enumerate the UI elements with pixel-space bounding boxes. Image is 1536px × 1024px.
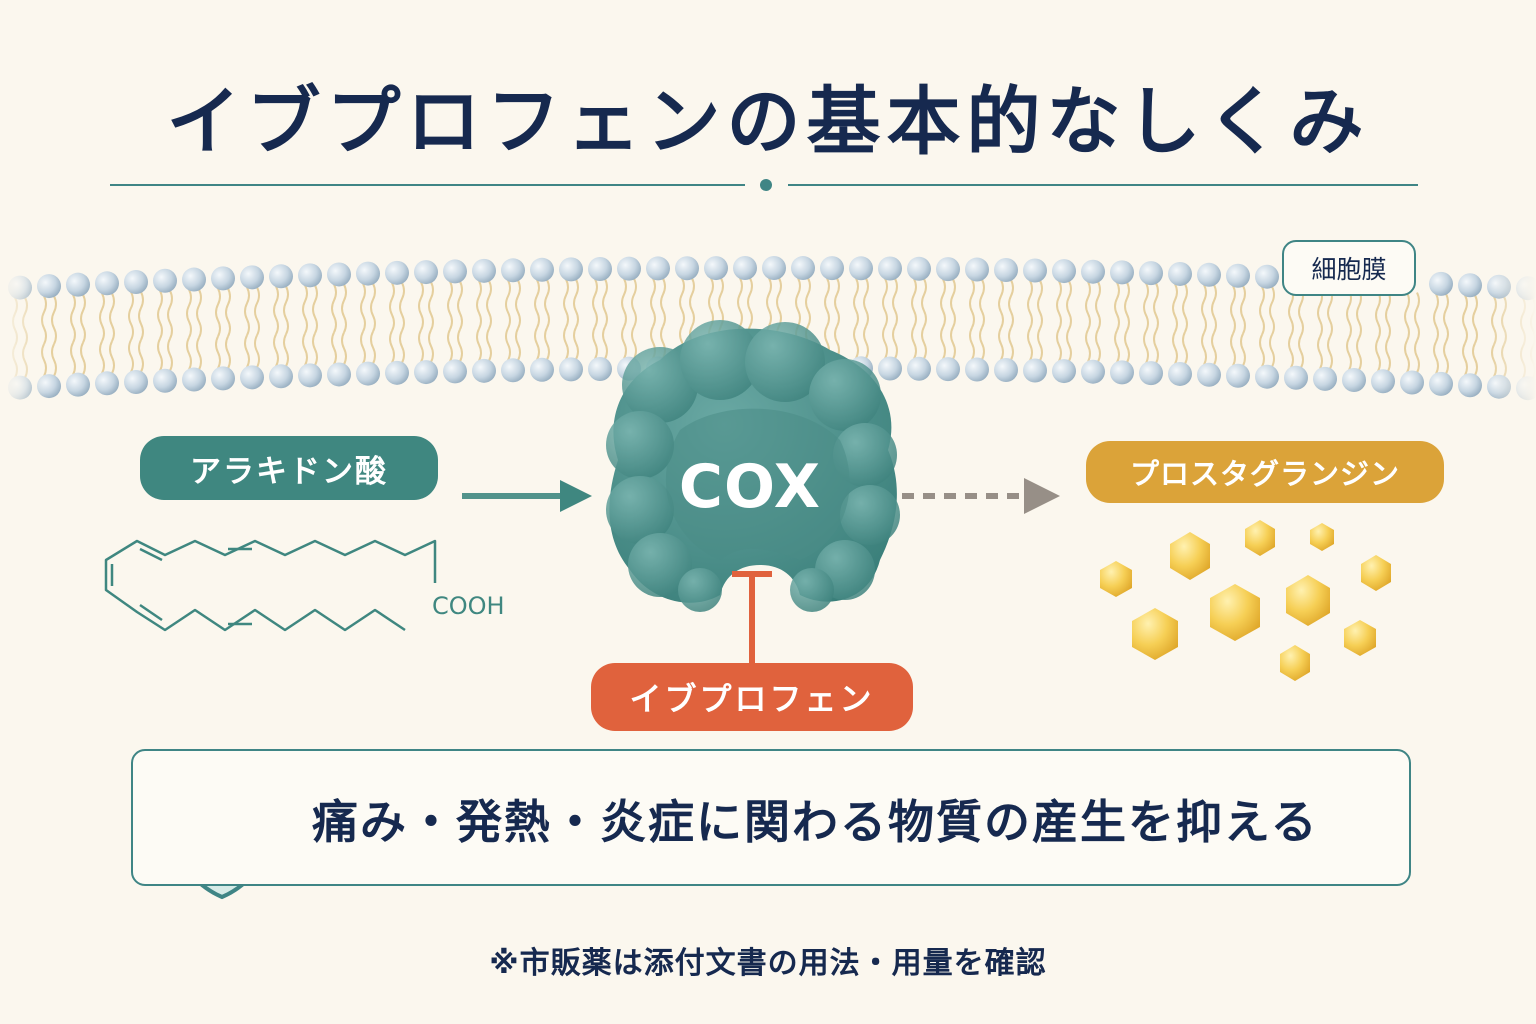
- title-divider-right: [788, 184, 1418, 186]
- carboxyl-group-label: COOH: [432, 592, 505, 620]
- ibuprofen-label: イブプロフェン: [591, 663, 913, 731]
- hexagon-molecule: [1310, 523, 1334, 551]
- prostaglandin-label: プロスタグランジン: [1086, 441, 1444, 503]
- cox-label: COX: [678, 452, 822, 522]
- arachidonic-acid-structure: [104, 539, 437, 632]
- hexagon-molecule: [1361, 555, 1391, 591]
- substrate-to-enzyme-arrow: [462, 480, 592, 512]
- hexagon-molecule: [1100, 561, 1132, 597]
- footnote: ※市販薬は添付文書の用法・用量を確認: [489, 946, 1047, 981]
- hexagon-molecule: [1132, 608, 1178, 660]
- title-divider-dot: [760, 179, 772, 191]
- hexagon-molecule: [1210, 584, 1260, 641]
- enzyme-to-product-arrow: [902, 478, 1060, 514]
- hexagon-molecule: [1280, 645, 1310, 681]
- membrane-label: 細胞膜: [1282, 240, 1416, 296]
- hexagon-molecule: [1286, 575, 1330, 626]
- result-box: [131, 749, 1411, 886]
- hexagon-molecule: [1245, 520, 1275, 556]
- page-title: イブプロフェンの基本的なしくみ: [166, 79, 1370, 165]
- result-text: 痛み・発熱・炎症に関わる物質の産生を抑える: [312, 795, 1319, 849]
- hexagon-molecule: [1170, 532, 1210, 580]
- prostaglandin-molecules: [1100, 520, 1391, 681]
- arachidonic-acid-label: アラキドン酸: [140, 436, 438, 500]
- hexagon-molecule: [1344, 620, 1376, 656]
- title-divider-left: [110, 184, 745, 186]
- cox-enzyme: [606, 320, 900, 612]
- inhibition-symbol: [732, 571, 772, 663]
